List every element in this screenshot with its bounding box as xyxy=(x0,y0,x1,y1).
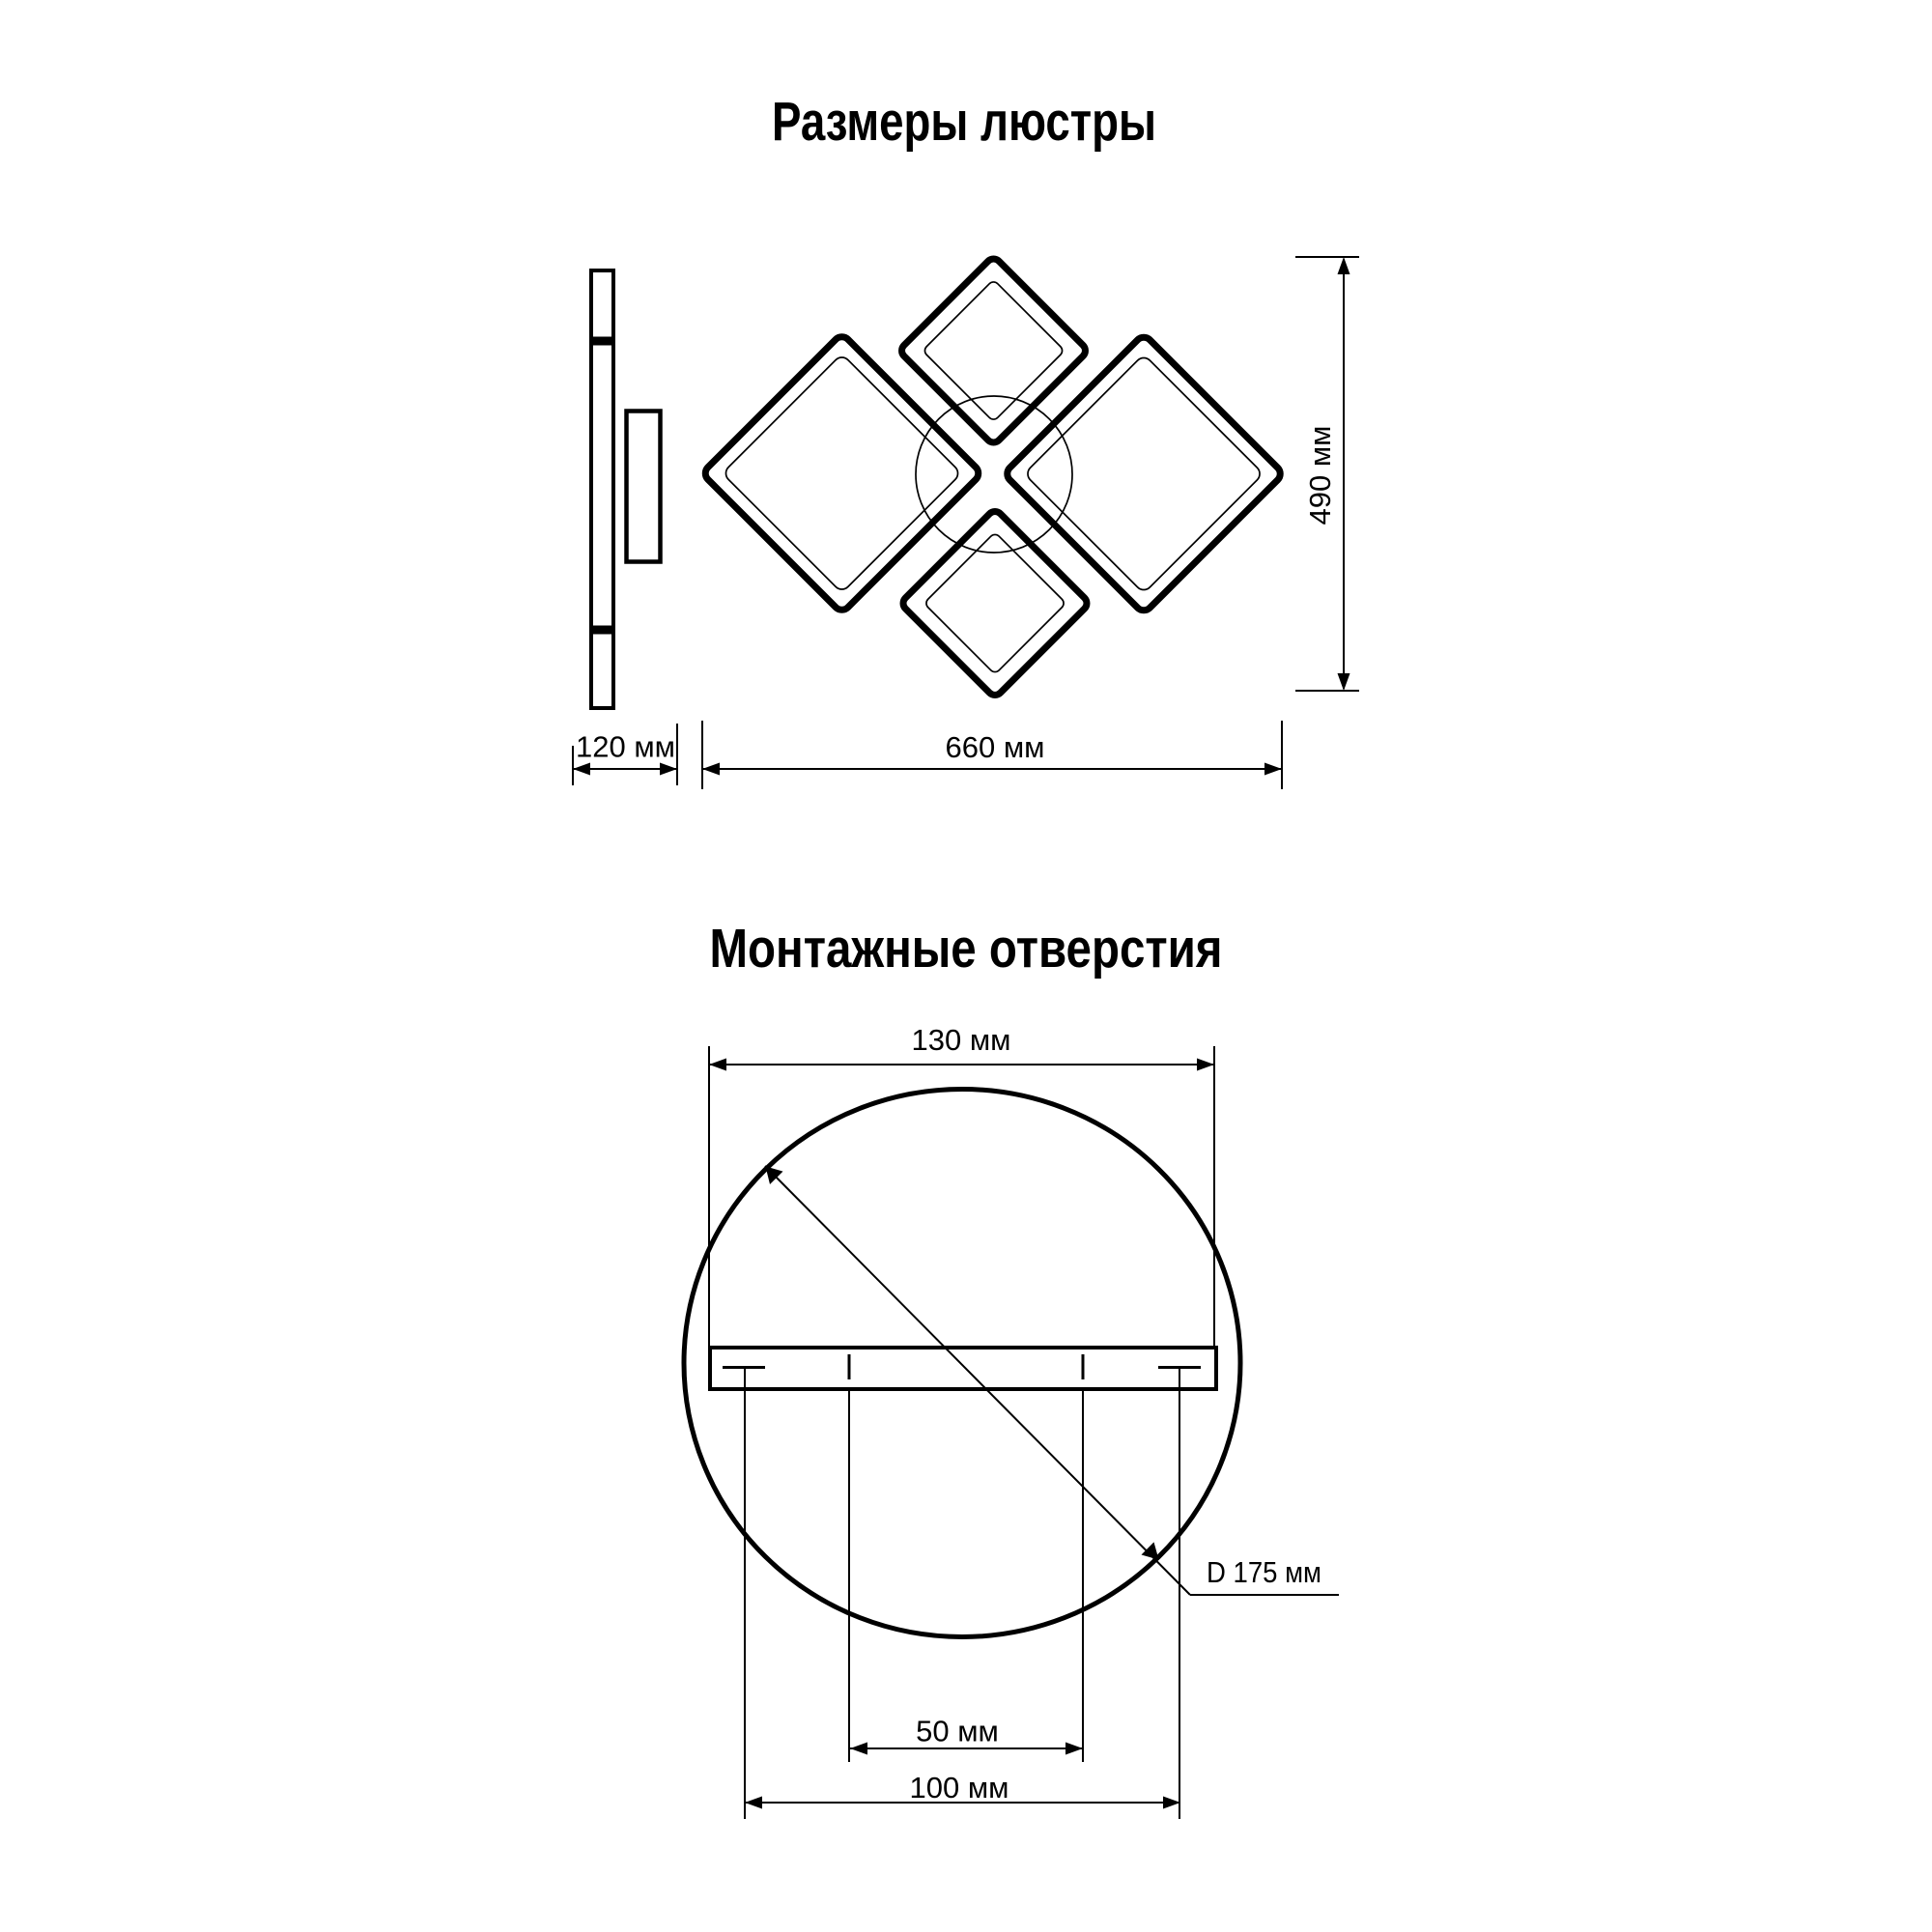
svg-text:100 мм: 100 мм xyxy=(910,1771,1009,1804)
svg-text:120 мм: 120 мм xyxy=(576,730,675,764)
svg-text:50 мм: 50 мм xyxy=(916,1715,999,1748)
svg-text:Монтажные отверстия: Монтажные отверстия xyxy=(710,918,1223,980)
svg-text:490 мм: 490 мм xyxy=(1303,426,1337,526)
svg-text:130 мм: 130 мм xyxy=(912,1023,1011,1057)
svg-text:660 мм: 660 мм xyxy=(946,730,1045,764)
svg-text:D 175 мм: D 175 мм xyxy=(1207,1555,1321,1589)
svg-text:Размеры люстры: Размеры люстры xyxy=(772,91,1156,153)
